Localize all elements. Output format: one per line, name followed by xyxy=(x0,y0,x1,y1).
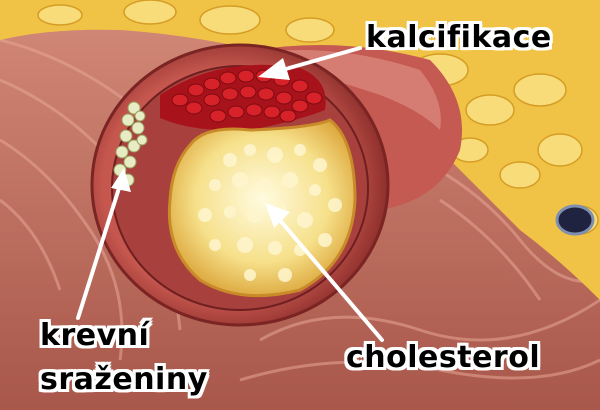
label-blood-clots-line1: krevní xyxy=(40,318,150,353)
plaque-texture xyxy=(198,144,342,282)
label-cholesterol: cholesterol xyxy=(346,340,541,375)
pointer-arrows xyxy=(76,46,384,342)
arrow-cholesterol xyxy=(276,216,384,342)
cholesterol-plaque xyxy=(167,118,357,298)
label-blood-clots-line2: sraženiny xyxy=(40,362,208,397)
blood-clot xyxy=(113,101,148,187)
arrowhead-calcification xyxy=(258,58,290,80)
arrowhead-clots xyxy=(111,168,131,192)
arrowhead-cholesterol xyxy=(265,203,290,228)
arrow-clots xyxy=(76,183,122,320)
label-calcification: kalcifikace xyxy=(366,20,552,55)
label-blood-clots: krevní sraženiny xyxy=(40,314,208,402)
arrow-calcification xyxy=(273,46,362,74)
artery-tube-highlight xyxy=(240,50,441,130)
blood-cells xyxy=(171,69,323,123)
small-vessel xyxy=(555,204,595,236)
